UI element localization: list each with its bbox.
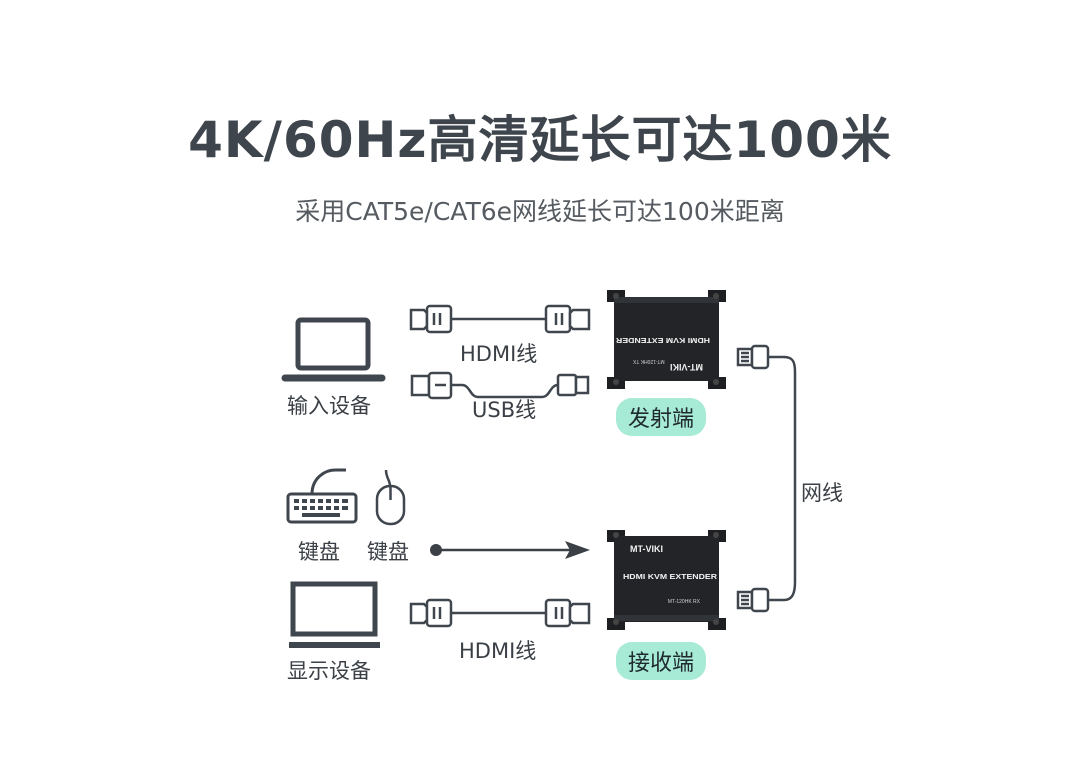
laptop-icon bbox=[281, 317, 386, 382]
hdmi-cable-bottom bbox=[409, 598, 591, 628]
receiver-model-text: MT-120HK RX bbox=[668, 599, 701, 605]
usb-cable bbox=[410, 371, 590, 400]
mouse-label: 键盘 bbox=[367, 540, 409, 564]
hdmi-bottom-label: HDMI线 bbox=[459, 639, 537, 663]
usb-signal-arrow bbox=[430, 541, 590, 559]
page-title: 4K/60Hz高清延长可达100米 bbox=[188, 111, 892, 169]
network-cable bbox=[736, 344, 797, 613]
transmitter-badge: 发射端 bbox=[616, 398, 707, 436]
transmitter-model-text: MT-120HK TX bbox=[632, 358, 664, 364]
mouse-icon bbox=[375, 469, 406, 526]
page-subtitle: 采用CAT5e/CAT6e网线延长可达100米距离 bbox=[295, 197, 785, 226]
monitor-icon bbox=[289, 581, 380, 648]
receiver-device: MT-VIKI HDMI KVM EXTENDER MT-120HK RX bbox=[607, 530, 726, 630]
keyboard-icon bbox=[286, 468, 358, 524]
transmitter-product-text: HDMI KVM EXTENDER bbox=[615, 336, 710, 345]
usb-label: USB线 bbox=[472, 398, 537, 422]
receiver-badge: 接收端 bbox=[616, 642, 707, 680]
network-cable-label: 网线 bbox=[801, 481, 843, 505]
keyboard-label: 键盘 bbox=[298, 540, 340, 564]
transmitter-device: MT-120HK TX HDMI KVM EXTENDER MT-VIKI bbox=[607, 290, 726, 389]
receiver-product-text: HDMI KVM EXTENDER bbox=[623, 572, 718, 581]
receiver-brand-text: MT-VIKI bbox=[630, 544, 663, 554]
hdmi-top-label: HDMI线 bbox=[460, 342, 538, 366]
display-device-label: 显示设备 bbox=[287, 659, 371, 683]
input-device-label: 输入设备 bbox=[287, 394, 371, 418]
transmitter-brand-text: MT-VIKI bbox=[670, 362, 703, 372]
hdmi-cable-top bbox=[409, 304, 591, 334]
